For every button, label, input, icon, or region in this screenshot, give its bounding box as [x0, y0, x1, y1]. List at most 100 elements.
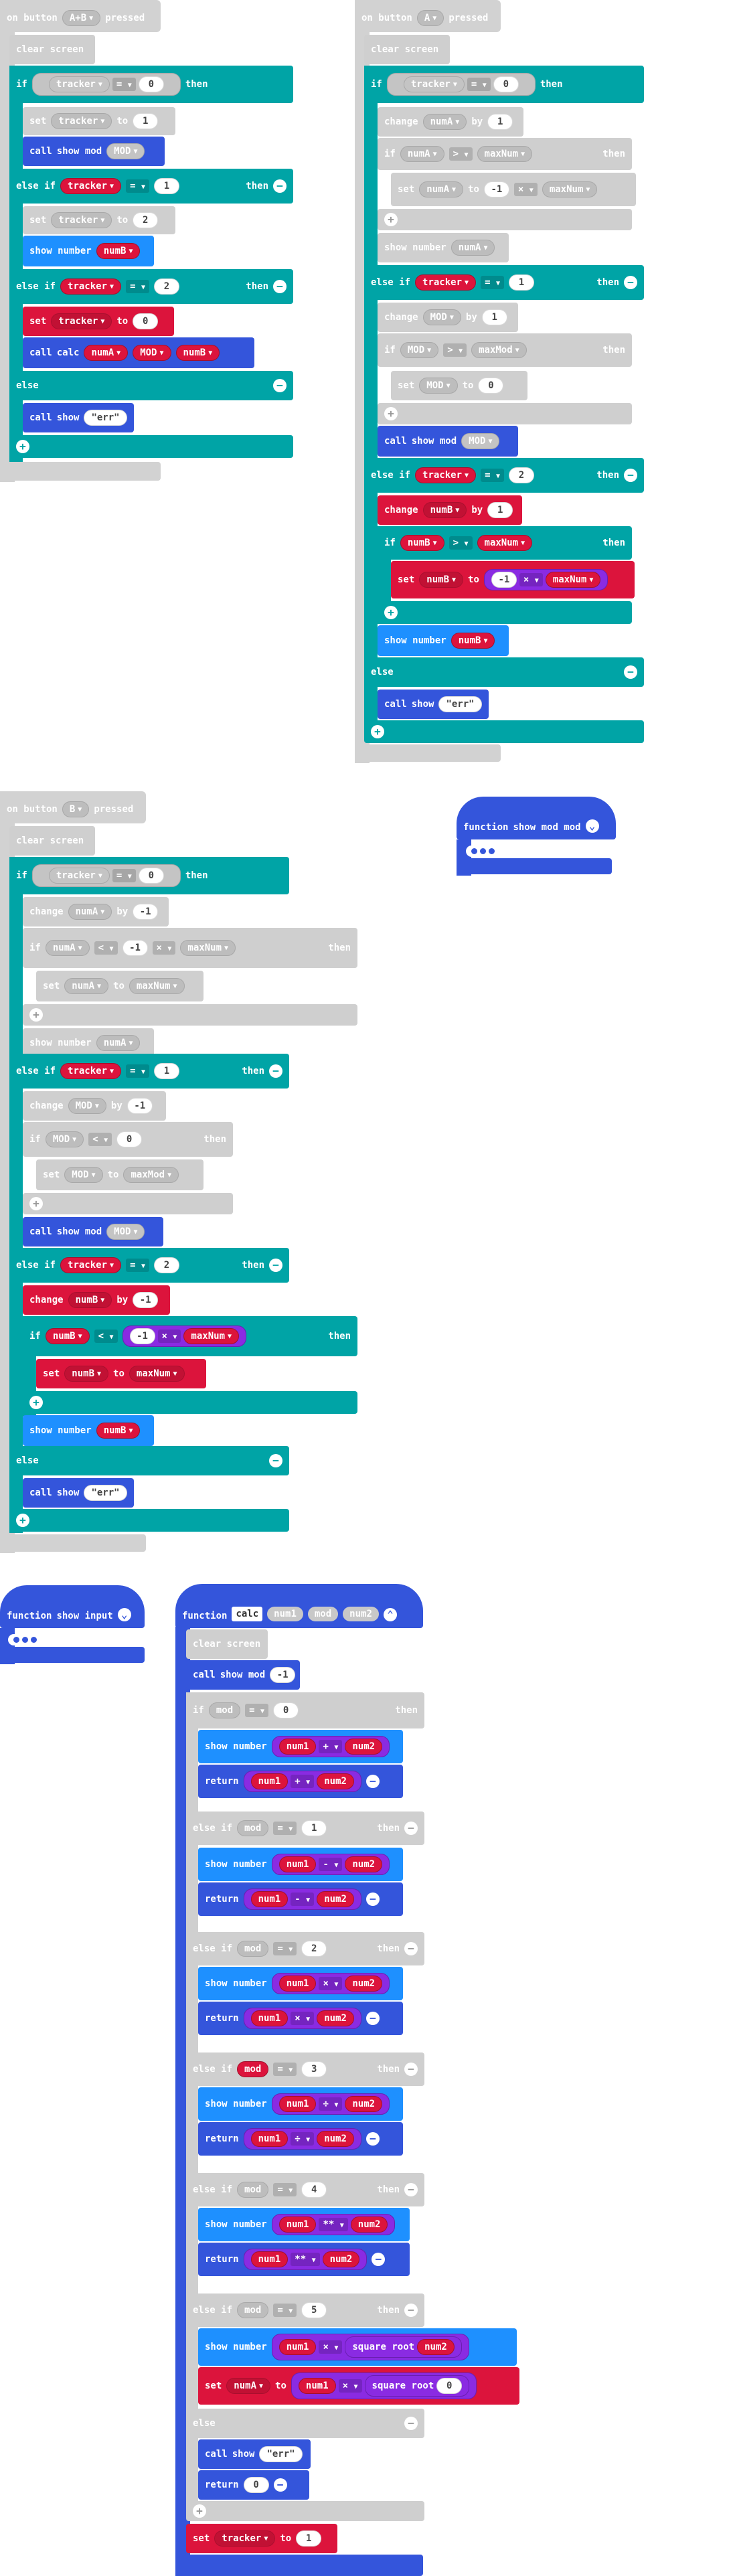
maxnum-var[interactable]: maxNum▼	[183, 1328, 240, 1344]
number-input[interactable]: -1	[491, 572, 517, 588]
return-block[interactable]: return num1 × ▼ num2 −	[198, 2002, 403, 2035]
remove-else-icon[interactable]: −	[404, 2417, 418, 2430]
maxnum-var[interactable]: maxNum▼	[129, 978, 185, 994]
num2-var[interactable]: num2	[317, 1773, 354, 1789]
eq-operator[interactable]: = ▼	[245, 1704, 269, 1717]
clear-screen-block[interactable]: clear screen	[9, 826, 95, 856]
numb-var[interactable]: numB▼	[45, 1328, 90, 1344]
eq-operator[interactable]: = ▼	[467, 78, 491, 91]
else-if-mod-eq-2-block[interactable]: else if mod = ▼ 2 then −	[186, 1932, 424, 1965]
tracker-var[interactable]: tracker▼	[415, 274, 477, 291]
string-input[interactable]: "err"	[84, 1485, 127, 1501]
else-if-tracker-eq-1-block[interactable]: else if tracker▼ = ▼ 1 then −	[364, 265, 644, 300]
mod-var[interactable]: MOD▼	[461, 433, 500, 449]
number-input[interactable]: 1	[296, 2530, 322, 2547]
mod-var[interactable]: MOD▼	[419, 378, 458, 394]
mod-var[interactable]: MOD▼	[106, 1224, 145, 1240]
button-dropdown[interactable]: A+B▼	[62, 10, 101, 26]
add-branch-icon[interactable]: +	[16, 440, 29, 453]
number-input[interactable]: -1	[133, 1292, 159, 1308]
call-show-mod-block[interactable]: call show mod MOD▼	[378, 426, 518, 457]
remove-return-icon[interactable]: −	[365, 2012, 380, 2025]
mod-var[interactable]: MOD▼	[106, 143, 145, 159]
if-tracker-eq-0-block[interactable]: if tracker▼ = ▼ 0 then	[364, 66, 644, 103]
mul-operator[interactable]: × ▼	[319, 1977, 343, 1990]
multiply-block[interactable]: num1 × ▼ num2	[271, 1973, 390, 1994]
else-if-tracker-eq-2-block[interactable]: else if tracker▼ = ▼ 2 then −	[364, 458, 644, 493]
num2-var[interactable]: num2	[317, 1891, 354, 1907]
string-input[interactable]: "err"	[438, 696, 482, 712]
button-dropdown[interactable]: B▼	[62, 801, 90, 817]
if-tracker-eq-0-block[interactable]: if tracker▼ = ▼ 0 then	[9, 857, 289, 894]
minus-block[interactable]: num1 - ▼ num2	[243, 1888, 361, 1910]
add-branch-icon[interactable]: +	[29, 1197, 43, 1210]
mod-var[interactable]: mod	[237, 2061, 269, 2077]
number-input[interactable]: 2	[133, 212, 159, 228]
show-number-block[interactable]: show number numB▼	[23, 236, 154, 266]
minus-operator[interactable]: - ▼	[319, 1858, 343, 1871]
compare-block[interactable]: tracker▼ = ▼ 0	[386, 73, 536, 96]
if-numa-lt-block[interactable]: if numA▼ < ▼ -1 × ▼ maxNum▼ then	[23, 928, 357, 968]
add-branch-icon[interactable]: +	[384, 606, 398, 619]
mul-operator[interactable]: × ▼	[519, 573, 543, 586]
numa-var[interactable]: numA▼	[64, 978, 109, 994]
number-input[interactable]: 0	[133, 313, 159, 329]
number-input[interactable]: 1	[153, 1063, 179, 1079]
square-root-block[interactable]: square root num2	[345, 2336, 462, 2358]
remove-branch-icon[interactable]: −	[404, 1942, 418, 1955]
return-block[interactable]: return num1 ** ▼ num2 −	[198, 2243, 410, 2276]
remove-branch-icon[interactable]: −	[624, 276, 637, 289]
gt-operator[interactable]: > ▼	[443, 343, 467, 357]
numa-var[interactable]: numA▼	[422, 114, 467, 130]
set-numa-block[interactable]: set numA▼ to num1 × ▼ square root 0	[198, 2367, 519, 2405]
maxnum-var[interactable]: maxNum▼	[545, 572, 601, 588]
lt-operator[interactable]: < ▼	[88, 1133, 112, 1146]
number-input[interactable]: 0	[273, 1702, 299, 1718]
number-input[interactable]: 0	[478, 378, 504, 394]
num2-var[interactable]: num2	[417, 2339, 455, 2355]
param-num2[interactable]: num2	[343, 1607, 379, 1621]
maxmod-var[interactable]: maxMod▼	[471, 342, 527, 358]
tracker-var[interactable]: tracker▼	[214, 2530, 276, 2547]
on-button-b-block[interactable]: on button B▼ pressed	[0, 791, 146, 823]
clear-screen-block[interactable]: clear screen	[364, 35, 450, 64]
numb-var[interactable]: numB▼	[68, 1292, 112, 1308]
number-input[interactable]: 1	[301, 1820, 327, 1836]
gt-operator[interactable]: > ▼	[448, 536, 473, 550]
number-input[interactable]: 1	[487, 502, 513, 518]
mod-var[interactable]: mod	[237, 2182, 269, 2198]
set-tracker-block[interactable]: set tracker▼ to 1	[186, 2524, 337, 2553]
return-block[interactable]: return num1 ÷ ▼ num2 −	[198, 2122, 403, 2156]
mod-var[interactable]: mod	[237, 1941, 269, 1957]
string-input[interactable]: "err"	[259, 2446, 303, 2462]
numa-var[interactable]: numA▼	[226, 2378, 271, 2394]
remove-branch-icon[interactable]: −	[273, 280, 287, 293]
if-mod-eq-0-block[interactable]: if mod = ▼ 0 then	[186, 1692, 424, 1728]
mul-operator[interactable]: × ▼	[152, 941, 176, 955]
set-tracker-block[interactable]: set tracker▼ to 1	[23, 107, 175, 135]
tracker-var[interactable]: tracker▼	[60, 278, 122, 295]
change-mod-block[interactable]: change MOD▼ by 1	[378, 303, 518, 332]
if-mod-gt-maxmod-block[interactable]: if MOD▼ > ▼ maxMod▼ then	[378, 333, 632, 367]
call-calc-block[interactable]: call calc numA▼ MOD▼ numB▼	[23, 337, 254, 368]
div-operator[interactable]: ÷ ▼	[319, 2097, 343, 2111]
numb-var[interactable]: numB▼	[422, 502, 467, 518]
else-if-mod-eq-1-block[interactable]: else if mod = ▼ 1 then −	[186, 1812, 424, 1845]
tracker-var[interactable]: tracker▼	[60, 1257, 122, 1273]
call-show-block[interactable]: call show "err"	[378, 690, 489, 719]
remove-return-icon[interactable]: −	[365, 1775, 380, 1788]
mod-var[interactable]: mod	[237, 1820, 269, 1836]
number-input[interactable]: -1	[483, 181, 509, 197]
set-mod-block[interactable]: set MOD▼ to maxMod▼	[36, 1159, 203, 1190]
numb-var[interactable]: numB▼	[419, 572, 464, 588]
function-show-input-header[interactable]: function show input ⌄	[0, 1585, 145, 1628]
mul-operator[interactable]: × ▼	[319, 2340, 343, 2354]
num1-var[interactable]: num1	[278, 1976, 317, 1992]
remove-branch-icon[interactable]: −	[404, 2063, 418, 2076]
remove-return-icon[interactable]: −	[365, 2132, 380, 2146]
return-block[interactable]: return num1 + ▼ num2 −	[198, 1765, 403, 1798]
param-mod[interactable]: mod	[307, 1607, 339, 1621]
num1-var[interactable]: num1	[250, 1891, 289, 1907]
num1-var[interactable]: num1	[278, 1739, 317, 1755]
maxnum-var[interactable]: maxNum▼	[477, 535, 533, 551]
